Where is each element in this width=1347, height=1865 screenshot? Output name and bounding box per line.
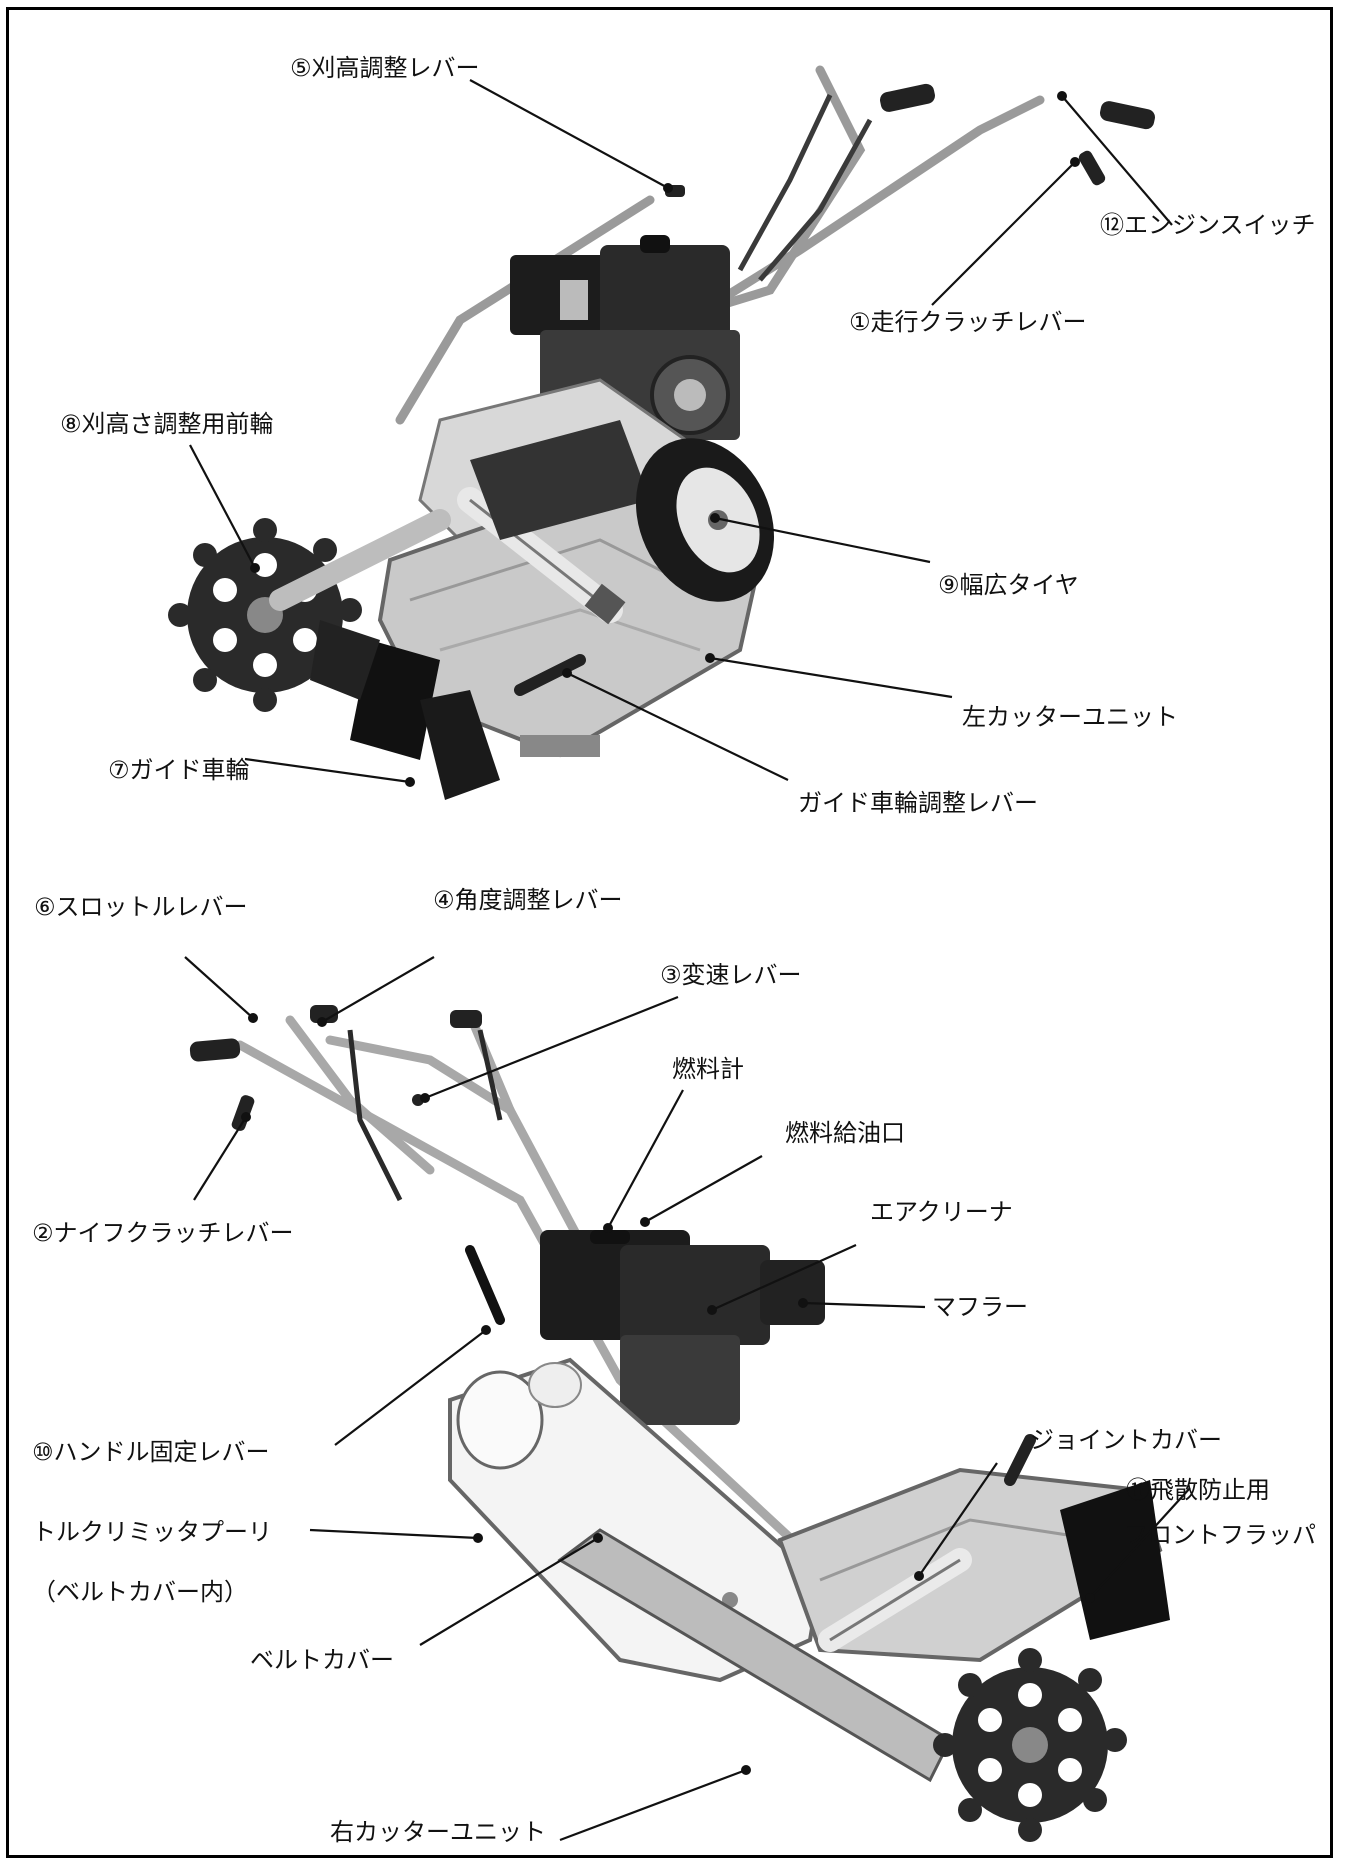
leader-fuel-gauge [607,1089,684,1229]
label-front-flapper-line2: フロントフラッパ [1124,1521,1316,1549]
label-front-flapper-line1: ⑪飛散防止用 [1126,1476,1270,1504]
label-fuel-gauge: 燃料計 [672,1055,744,1083]
leader-anchor-dots [241,91,1095,1775]
leader-shift-lever [424,995,679,1100]
leader-torque-limiter [309,1528,479,1540]
leader-belt-cover [419,1537,599,1646]
label-fuel-inlet: 燃料給油口 [785,1119,905,1147]
leader-muffler [802,1301,926,1309]
label-torque-limiter-line1: トルクリミッタプーリ [32,1518,272,1546]
leader-front-wheel [189,444,256,569]
bottom-machine-illustration [189,1005,1170,1842]
leader-joint-cover [918,1462,998,1577]
label-handle-fix-lever: ⑩ハンドル固定レバー [32,1438,270,1466]
top-machine-illustration [168,65,1155,800]
leader-guide-wheel-lever [566,672,789,781]
top-engine [510,235,740,440]
top-guide-wheel [310,620,500,800]
leader-wide-tire [714,516,931,564]
label-joint-cover: ジョイントカバー [1030,1426,1222,1454]
leader-fuel-inlet [644,1155,763,1223]
leader-right-cutter-unit [559,1768,747,1842]
label-throttle-lever: ⑥スロットルレバー [34,893,248,921]
label-wide-tire: ⑨幅広タイヤ [938,571,1079,599]
bottom-joint-cover [818,1548,972,1652]
leader-angle-lever [321,956,435,1023]
leader-knife-clutch-lever [193,1116,247,1201]
label-torque-limiter-line2: （ベルトカバー内） [32,1578,248,1606]
label-engine-switch: ⑫エンジンスイッチ [1100,211,1316,239]
label-angle-lever: ④角度調整レバー [433,886,623,914]
leader-lines [184,79,1191,1842]
leader-handle-fix-lever [334,1329,487,1446]
label-cutting-height-lever: ⑤刈高調整レバー [290,54,480,82]
label-front-wheel: ⑧刈高さ調整用前輪 [60,410,274,438]
label-belt-cover: ベルトカバー [250,1646,394,1674]
leader-throttle-lever [184,956,254,1019]
leader-travel-clutch-lever [931,161,1076,306]
label-right-cutter-unit: 右カッターユニット [330,1818,546,1846]
leader-air-cleaner [711,1243,857,1312]
leader-cutting-height-lever [469,79,669,189]
leader-left-cutter-unit [709,656,953,699]
label-guide-wheel: ⑦ガイド車輪 [108,756,250,784]
bottom-engine [540,1230,825,1425]
label-guide-wheel-lever: ガイド車輪調整レバー [798,789,1038,817]
label-left-cutter-unit: 左カッターユニット [962,703,1178,731]
leader-engine-switch [1061,95,1173,226]
bottom-front-wheel [933,1648,1127,1842]
leader-front-flapper [1089,1487,1191,1599]
label-knife-clutch-lever: ②ナイフクラッチレバー [32,1219,294,1247]
label-muffler: マフラー [932,1293,1028,1321]
leader-guide-wheel [244,757,411,784]
label-travel-clutch-lever: ①走行クラッチレバー [849,308,1087,336]
figure-frame [6,7,1333,1858]
label-shift-lever: ③変速レバー [660,961,802,989]
label-air-cleaner: エアクリーナ [870,1198,1013,1226]
